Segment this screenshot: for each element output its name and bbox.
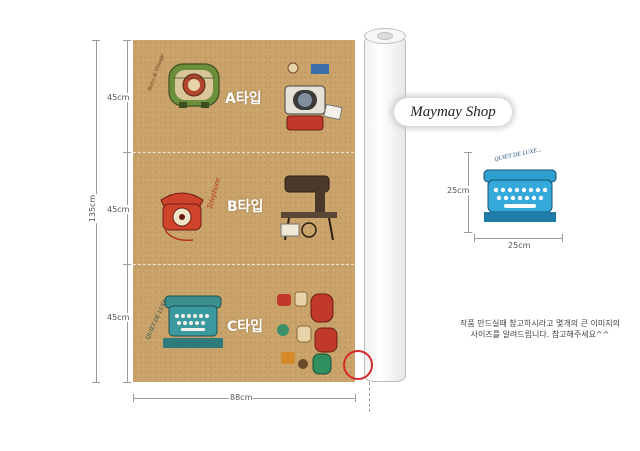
size-note-line-2: 사이즈를 알려드립니다. 참고해주세요^^: [470, 330, 610, 339]
fabric-white-edge: [355, 40, 359, 382]
section-b-height-label: 45cm: [106, 205, 131, 214]
section-tick-1: [123, 40, 131, 41]
kettles-illustration: [277, 291, 338, 375]
sample-height-tick-top: [464, 152, 472, 153]
fabric-roll-core: [377, 32, 393, 40]
total-height-tick-bottom: [92, 382, 100, 383]
section-tick-4: [123, 382, 131, 383]
section-tick-2: [123, 152, 131, 153]
width-tick-right: [355, 394, 356, 402]
sample-typewriter: QUIET DE LUXE...: [474, 147, 562, 232]
section-tick-3: [123, 264, 131, 265]
fabric-roll: [364, 36, 406, 382]
width-label: 88cm: [229, 393, 254, 402]
type-a-label: A타입: [225, 91, 262, 107]
fabric-panel: Retro & Vintage A타입 Telephone B타입: [133, 40, 359, 382]
sample-width-tick-left: [474, 234, 475, 242]
radio-illustration: [168, 63, 220, 108]
sample-width-label: 25cm: [507, 241, 532, 250]
section-c-height-label: 45cm: [106, 313, 131, 322]
size-note-line-1: 작품 만드실때 참고하시라고 몇개의 큰 이미지의: [460, 319, 620, 328]
sample-width-tick-right: [562, 234, 563, 242]
section-divider-bc: [133, 264, 359, 265]
typewriter-illustration: [163, 295, 223, 348]
sample-height-label: 25cm: [446, 186, 471, 195]
total-height-label: 135cm: [88, 193, 98, 224]
width-tick-left: [133, 394, 134, 402]
telephone-illustration: [160, 192, 204, 242]
total-height-tick-top: [92, 40, 100, 41]
section-a-height-label: 45cm: [106, 93, 131, 102]
size-note: 작품 만드실때 참고하시라고 몇개의 큰 이미지의 사이즈를 알려드립니다. 참…: [445, 318, 635, 340]
sample-typewriter-illustration: [483, 169, 557, 222]
highlight-circle: [343, 350, 373, 380]
type-c-label: C타입: [227, 319, 264, 335]
section-divider-ab: [133, 152, 359, 153]
type-b-label: B타입: [227, 199, 264, 215]
shop-name-banner: Maymay Shop: [394, 98, 512, 126]
sample-height-tick-bottom: [464, 232, 472, 233]
shop-name: Maymay Shop: [410, 103, 496, 120]
camera-illustration: [284, 62, 343, 131]
sewing-machine-illustration: [280, 175, 337, 241]
sample-width-line: [474, 238, 562, 239]
roll-tail-line: [369, 382, 370, 412]
sample-typewriter-caption: QUIET DE LUXE...: [493, 147, 543, 163]
